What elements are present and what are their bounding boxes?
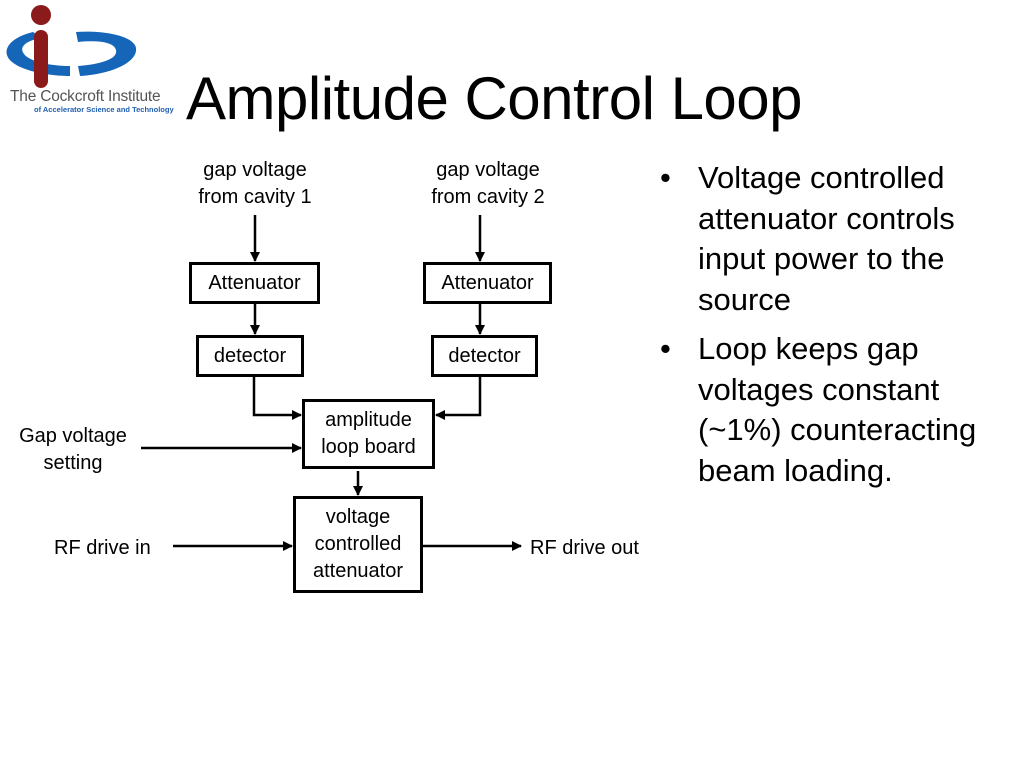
- label-gap-voltage-cavity1: gap voltage from cavity 1: [186, 157, 324, 211]
- bullet-item: • Voltage controlled attenuator controls…: [660, 158, 1020, 320]
- label-line: gap voltage: [436, 159, 540, 181]
- label-gap-voltage-cavity2: gap voltage from cavity 2: [418, 157, 558, 211]
- bullet-text: Voltage controlled attenuator controls i…: [698, 160, 955, 317]
- bullet-dot-icon: •: [660, 160, 671, 195]
- block-label: detector: [448, 344, 521, 367]
- logo-i-stem: [34, 30, 48, 88]
- label-line: gap voltage: [203, 159, 307, 181]
- label-rf-drive-in: RF drive in: [54, 537, 151, 559]
- block-label: controlled: [314, 533, 402, 555]
- bullet-dot-icon: •: [660, 331, 671, 366]
- logo-left-arc: [6, 32, 70, 76]
- label-rf-drive-out: RF drive out: [530, 537, 639, 559]
- logo-name: The Cockcroft Institute: [10, 88, 161, 105]
- block-attenuator-2: Attenuator: [423, 262, 552, 304]
- bullet-item: • Loop keeps gap voltages constant (~1%)…: [660, 329, 1020, 491]
- block-attenuator-1: Attenuator: [189, 262, 320, 304]
- label-line: setting: [43, 452, 103, 474]
- label-gap-voltage-setting: Gap voltage setting: [4, 423, 142, 477]
- block-detector-1: detector: [196, 335, 304, 377]
- block-label: Attenuator: [441, 271, 534, 294]
- block-amplitude-loop-board: amplitude loop board: [302, 399, 435, 469]
- block-label: amplitude: [325, 409, 412, 431]
- arrow-detector1-to-loop-board: [252, 376, 302, 420]
- block-label: detector: [213, 344, 287, 367]
- block-voltage-controlled-attenuator: voltage controlled attenuator: [293, 496, 423, 593]
- logo-i-dot: [31, 5, 51, 25]
- logo-subtitle: of Accelerator Science and Technology: [34, 105, 174, 114]
- bullet-text: Loop keeps gap voltages constant (~1%) c…: [698, 331, 977, 488]
- arrow-detector2-to-loop-board: [435, 376, 482, 420]
- block-label: voltage: [325, 506, 391, 528]
- bullet-list: • Voltage controlled attenuator controls…: [660, 158, 1020, 500]
- block-label: Attenuator: [208, 271, 301, 294]
- block-label: loop board: [321, 436, 416, 458]
- block-detector-2: detector: [431, 335, 538, 377]
- cockcroft-institute-logo: The Cockcroft Institute of Accelerator S…: [0, 0, 185, 120]
- logo-right-arc: [76, 31, 137, 76]
- label-line: Gap voltage: [19, 425, 127, 447]
- block-label: attenuator: [312, 560, 404, 582]
- logo-mark-icon: [6, 5, 137, 88]
- label-line: from cavity 2: [431, 186, 545, 208]
- slide-title: Amplitude Control Loop: [186, 65, 803, 132]
- label-line: from cavity 1: [198, 186, 312, 208]
